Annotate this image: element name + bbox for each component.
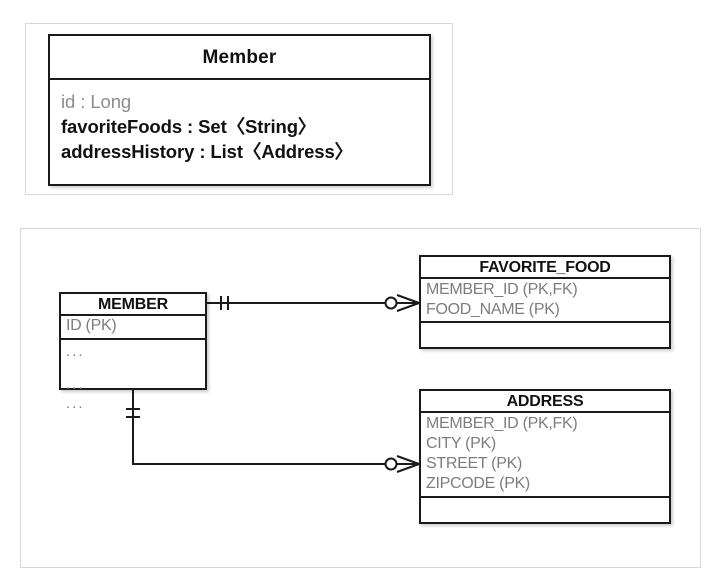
crows-foot-prong <box>396 455 420 465</box>
er-entity-key-section: ID (PK) <box>61 316 205 340</box>
er-entity-body-spacer <box>66 361 205 375</box>
er-entity-key-row: STREET (PK) <box>426 455 522 472</box>
er-entity-body-section: ... ... ... <box>61 340 205 412</box>
er-entity-member: MEMBER ID (PK) ... ... ... <box>59 292 207 412</box>
er-entity-key-row: ZIPCODE (PK) <box>426 475 530 492</box>
er-entity-body-row: ... <box>66 376 85 393</box>
er-entity-body-section <box>421 323 669 347</box>
crows-foot-prong <box>396 302 420 312</box>
crows-foot-prong <box>396 463 420 473</box>
er-entity-title: MEMBER <box>61 294 205 316</box>
uml-attribute-row: id : Long <box>61 91 132 112</box>
er-entity-key-row: MEMBER_ID (PK,FK) <box>426 281 578 298</box>
cardinality-zero-circle <box>384 457 398 471</box>
uml-class-box-member: Member id : Long favoriteFoods : Set〈Str… <box>48 34 431 186</box>
uml-attribute-row: favoriteFoods : Set〈String〉 <box>61 116 317 137</box>
uml-class-diagram-panel: Member id : Long favoriteFoods : Set〈Str… <box>25 23 453 195</box>
crows-foot-prong <box>396 294 420 304</box>
er-entity-body-section <box>421 498 669 522</box>
er-entity-key-row: CITY (PK) <box>426 435 496 452</box>
er-diagram-panel: MEMBER ID (PK) ... ... ... FAVORITE_FOOD… <box>20 228 701 568</box>
er-entity-key-row: FOOD_NAME (PK) <box>426 301 560 318</box>
uml-class-name: Member <box>50 36 429 80</box>
er-entity-title: FAVORITE_FOOD <box>421 257 669 279</box>
er-entity-key-section: MEMBER_ID (PK,FK) CITY (PK) STREET (PK) … <box>421 413 669 498</box>
relationship-line-member-address <box>132 390 411 465</box>
er-entity-key-section: MEMBER_ID (PK,FK) FOOD_NAME (PK) <box>421 279 669 323</box>
er-entity-address: ADDRESS MEMBER_ID (PK,FK) CITY (PK) STRE… <box>419 389 671 524</box>
er-entity-body-row: ... <box>66 343 85 360</box>
er-entity-key-row: MEMBER_ID (PK,FK) <box>426 415 578 432</box>
er-entity-key-row: ID (PK) <box>66 317 117 334</box>
er-entity-title: ADDRESS <box>421 391 669 413</box>
er-relationship-connectors <box>126 294 420 473</box>
cardinality-zero-circle <box>384 296 398 310</box>
uml-attribute-row: addressHistory : List〈Address〉 <box>61 141 354 162</box>
uml-attribute-list: id : Long favoriteFoods : Set〈String〉 ad… <box>50 80 429 164</box>
er-entity-favorite-food: FAVORITE_FOOD MEMBER_ID (PK,FK) FOOD_NAM… <box>419 255 671 349</box>
er-entity-body-row: ... <box>66 395 85 412</box>
